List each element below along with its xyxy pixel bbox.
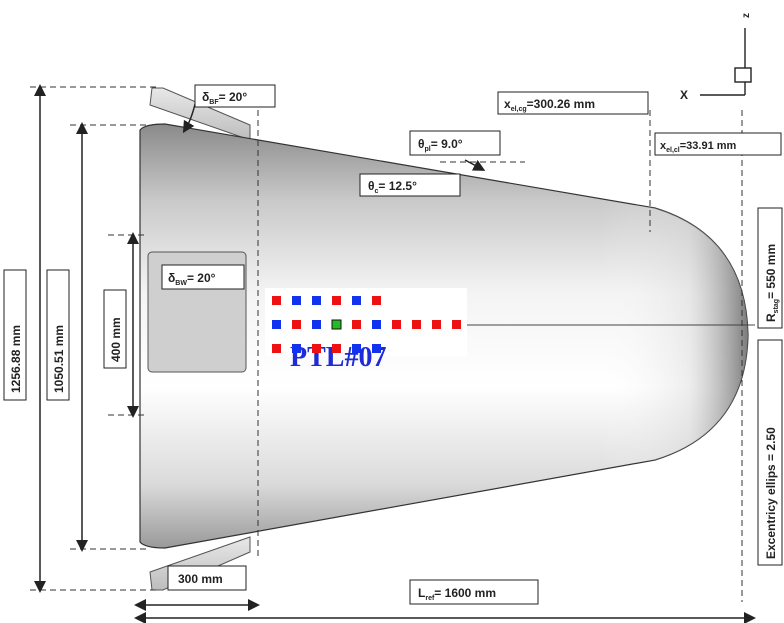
theta-pl-sub: pl [425,146,431,153]
capsule-nose-shading [600,200,748,468]
flap-height-label: 400 mm [109,317,123,362]
axis-triad [700,28,752,96]
theta-c-sub: c [375,188,379,195]
r-stag-value: = 550 mm [764,244,778,299]
excentricity-box [757,339,783,566]
svg-text:xel,cl=33.91 mm: xel,cl=33.91 mm [660,140,737,154]
marker-square [272,344,281,353]
flap-length-label: 300 mm [178,572,223,586]
x-elcg-box [497,91,649,115]
marker-square [412,320,421,329]
theta-pl-box [409,130,501,156]
x-elcl-symbol: x [660,140,667,152]
marker-square [332,296,341,305]
axis-z-label: z [741,13,752,18]
length-value: = 1600 mm [434,586,496,600]
marker-square [372,320,381,329]
marker-square [352,344,361,353]
delta-bw-symbol: δ [168,271,175,285]
delta-bf-value: = 20° [219,90,248,104]
marker-square [372,344,381,353]
svg-text:δBF= 20°: δBF= 20° [202,90,247,106]
marker-square [272,320,281,329]
marker-square [352,320,361,329]
marker-square [292,320,301,329]
x-elcg-value: =300.26 mm [527,97,595,111]
marker-square [332,344,341,353]
r-stag-symbol: R [764,313,778,322]
body-height-box [46,269,70,401]
marker-square [292,296,301,305]
body-height-label: 1050.51 mm [52,325,66,393]
delta-bw-box [161,264,245,290]
marker-square [292,344,301,353]
axis-x-label: X [680,88,688,102]
r-stag-box [757,207,783,329]
excentricity-label: Excentricy ellips = 2.50 [764,427,778,559]
theta-pl-symbol: θ [418,137,425,151]
marker-square [331,319,342,330]
x-elcl-box [654,132,782,156]
x-elcl-sub: el,cl [666,147,680,154]
flap-length-box [167,565,247,591]
marker-grid [272,296,461,353]
marker-square [272,296,281,305]
delta-bf-symbol: δ [202,90,209,104]
svg-text:Lref= 1600 mm: Lref= 1600 mm [418,586,496,602]
length-symbol: L [418,586,425,600]
length-box [409,579,539,605]
theta-c-value: = 12.5° [378,179,417,193]
marker-square [312,320,321,329]
delta-bw-sub: BW [175,280,187,287]
marker-square [312,344,321,353]
x-elcg-symbol: x [504,97,511,111]
delta-bf-sub: BF [209,99,219,106]
dimension-arrows [34,84,756,623]
marker-square [312,296,321,305]
marker-square [452,320,461,329]
delta-bf-box [194,84,276,108]
theta-pl-value: = 9.0° [431,137,463,151]
x-elcl-value: =33.91 mm [680,140,737,152]
svg-text:δBW= 20°: δBW= 20° [168,271,216,287]
marker-square [392,320,401,329]
marker-square [372,296,381,305]
top-body-flap [149,87,251,141]
total-height-label: 1256.88 mm [9,325,23,393]
svg-text:Rstag= 550 mm: Rstag= 550 mm [764,244,780,322]
svg-text:θpl= 9.0°: θpl= 9.0° [418,137,463,153]
flap-height-box [103,289,127,369]
length-sub: ref [425,595,435,602]
svg-text:xel,cg=300.26 mm: xel,cg=300.26 mm [504,97,595,113]
total-height-box [3,269,27,401]
x-elcg-sub: el,cg [511,106,527,113]
svg-text:θc= 12.5°: θc= 12.5° [368,179,417,195]
delta-bw-value: = 20° [187,271,216,285]
theta-c-box [359,173,461,197]
theta-c-symbol: θ [368,179,375,193]
marker-square [352,296,361,305]
marker-square [432,320,441,329]
r-stag-sub: stag [773,299,780,313]
